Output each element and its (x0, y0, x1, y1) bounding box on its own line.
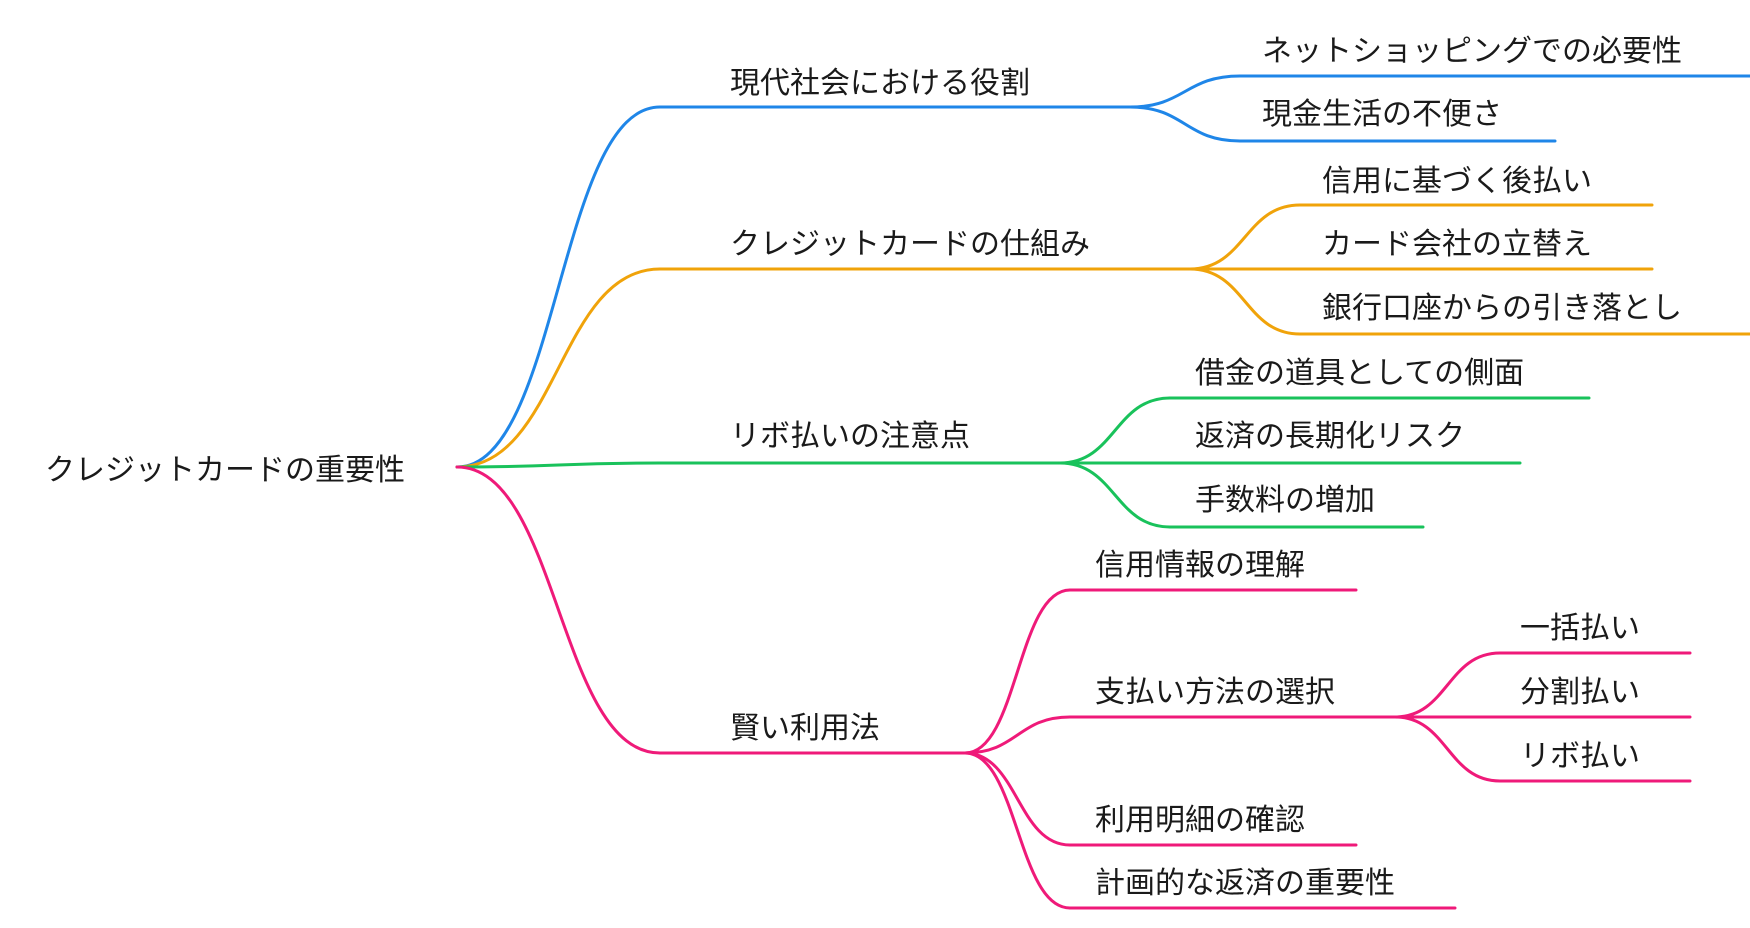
edge-root-to-branch-0 (455, 105, 662, 469)
edge-branch-3-to-child-0 (963, 588, 1072, 755)
leaf-label-fee-increase[interactable]: 手数料の増加 (1195, 483, 1375, 518)
edge-branch-3-to-child-1 (963, 715, 1072, 755)
leaf-label-cash-inconvenience[interactable]: 現金生活の不便さ (1262, 97, 1502, 132)
edge-branch-0-to-child-0 (1128, 74, 1242, 109)
leaf-label-statement-check[interactable]: 利用明細の確認 (1095, 803, 1305, 838)
edge-branch-1-to-child-2 (1188, 267, 1302, 336)
leaf-label-planned-repayment[interactable]: 計画的な返済の重要性 (1095, 866, 1395, 901)
edge-root-to-branch-1 (455, 267, 662, 469)
edge-child-to-sub-0 (1393, 651, 1502, 719)
leaf-label-deferred-payment[interactable]: 信用に基づく後払い (1322, 164, 1592, 199)
branch-label-mechanism[interactable]: クレジットカードの仕組み (730, 227, 1090, 262)
leaf-label-card-company-advance[interactable]: カード会社の立替え (1322, 227, 1592, 262)
edge-branch-1-to-child-0 (1188, 203, 1302, 271)
edge-branch-0-to-child-1 (1128, 105, 1242, 143)
edge-root-to-branch-2 (455, 461, 662, 469)
edge-root-to-branch-3 (455, 465, 662, 755)
leaf-label-long-repayment-risk[interactable]: 返済の長期化リスク (1195, 419, 1465, 454)
branch-label-smart-usage[interactable]: 賢い利用法 (730, 711, 880, 746)
edge-branch-3-to-child-2 (963, 751, 1072, 847)
root-node-label[interactable]: クレジットカードの重要性 (45, 453, 405, 488)
leaf-label-online-shopping[interactable]: ネットショッピングでの必要性 (1262, 34, 1682, 69)
branch-label-modern-role[interactable]: 現代社会における役割 (730, 66, 1030, 101)
leaf-label-installment[interactable]: 分割払い (1520, 675, 1640, 710)
leaf-label-revolving[interactable]: リボ払い (1520, 739, 1640, 774)
leaf-label-credit-info[interactable]: 信用情報の理解 (1095, 548, 1305, 583)
edge-branch-2-to-child-2 (1058, 461, 1172, 529)
edge-child-to-sub-2 (1393, 715, 1502, 783)
leaf-label-bank-debit[interactable]: 銀行口座からの引き落とし (1322, 291, 1682, 326)
branch-label-revolving-caution[interactable]: リボ払いの注意点 (730, 419, 970, 454)
edges (455, 74, 1750, 910)
edge-branch-3-to-child-3 (963, 751, 1072, 910)
leaf-label-lump-sum[interactable]: 一括払い (1520, 611, 1640, 646)
subbranch-label-payment-method[interactable]: 支払い方法の選択 (1095, 675, 1335, 710)
edge-branch-2-to-child-0 (1058, 396, 1172, 465)
leaf-label-debt-tool[interactable]: 借金の道具としての側面 (1195, 356, 1524, 391)
